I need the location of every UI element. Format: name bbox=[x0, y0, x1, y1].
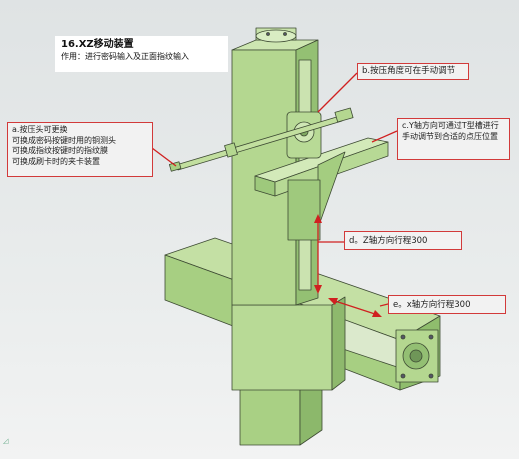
y-arm-gusset bbox=[317, 151, 346, 229]
base-carriage-block bbox=[231, 304, 333, 391]
callout-e: e。x轴方向行程300 bbox=[388, 295, 506, 314]
z-carriage bbox=[287, 179, 321, 241]
view-triad-icon: ◿ bbox=[3, 437, 9, 445]
leader-c bbox=[371, 130, 398, 143]
arrow-heads bbox=[314, 214, 382, 317]
callout-a: a.按压头可更换 可换成密码按键时用的铜测头 可换成指纹按键时的指纹膜 可换成刷… bbox=[7, 122, 153, 177]
leader-b bbox=[317, 72, 358, 113]
title-box: 16.XZ移动装置 作用：进行密码输入及正面指纹输入 bbox=[55, 36, 228, 72]
press-tip bbox=[168, 161, 182, 172]
callout-b: b.按压角度可在手动调节 bbox=[357, 63, 469, 80]
leader-a bbox=[151, 147, 177, 167]
callout-c: c.Y轴方向可通过T型槽进行手动调节到合适的点压位置 bbox=[397, 118, 510, 160]
x-travel-arrow bbox=[331, 299, 379, 316]
diagram-subtitle: 作用：进行密码输入及正面指纹输入 bbox=[61, 52, 189, 61]
diagram-title: 16.XZ移动装置 bbox=[61, 39, 134, 50]
callout-d: d。Z轴方向行程300 bbox=[344, 231, 462, 250]
top-flange bbox=[255, 29, 297, 43]
rod-collar bbox=[224, 142, 238, 158]
